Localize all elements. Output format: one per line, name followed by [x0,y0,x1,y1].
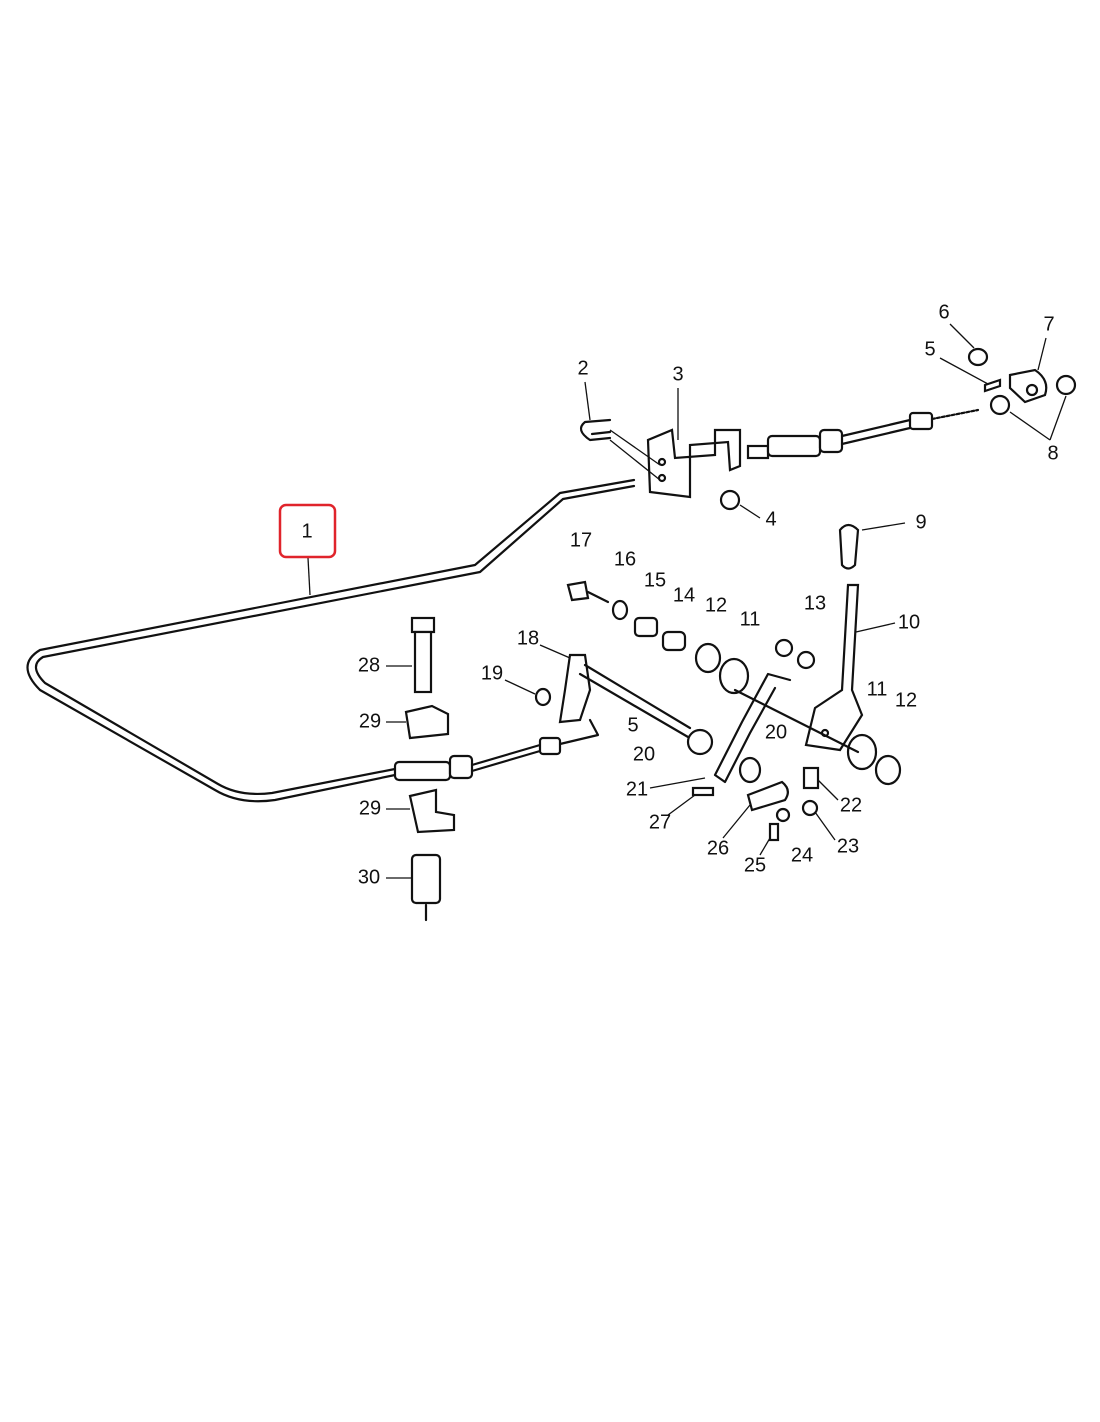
callout-label-29: 29 [359,797,381,819]
callout-label-8: 8 [1047,442,1058,464]
callout-label-9: 9 [915,511,926,533]
u-bolt [579,418,612,442]
callout-label-28: 28 [358,654,380,676]
callout-label-30: 30 [358,866,380,888]
callout-label-20: 20 [765,721,787,743]
callout-label-25: 25 [744,854,766,876]
callout-label-26: 26 [707,837,729,859]
callout-label-19: 19 [481,662,503,684]
callout-label-15: 15 [644,569,666,591]
callout-label-17: 17 [570,529,592,551]
callout-label-13: 13 [804,592,826,614]
callout-label-23: 23 [837,835,859,857]
callout-label-21: 21 [626,778,648,800]
callout-label-29: 29 [359,710,381,732]
callout-label-11: 11 [740,608,761,630]
callout-label-22: 22 [840,794,862,816]
callout-label-12: 12 [895,689,917,711]
callout-label-7: 7 [1043,313,1054,335]
bracket [646,428,742,499]
callout-label-14: 14 [673,584,695,606]
callout-label-6: 6 [938,301,949,323]
highlight-box [278,503,337,559]
callout-label-20: 20 [633,743,655,765]
callout-label-27: 27 [649,811,671,833]
leader-lines [307,323,1067,879]
callout-label-5: 5 [924,338,935,360]
callout-label-2: 2 [577,357,588,379]
callout-label-18: 18 [517,627,539,649]
lower-cable [393,718,600,782]
callout-label-11: 11 [867,678,888,700]
callout-label-4: 4 [765,508,776,530]
upper-cable [746,408,980,460]
callout-label-10: 10 [898,611,920,633]
control-rod [26,478,636,803]
callout-label-3: 3 [672,363,683,385]
callout-label-24: 24 [791,844,813,866]
callout-label-5: 5 [627,714,638,736]
callout-label-12: 12 [705,594,727,616]
callout-label-16: 16 [614,548,636,570]
nut [719,489,741,511]
callout-label-1: 1 [301,520,312,542]
